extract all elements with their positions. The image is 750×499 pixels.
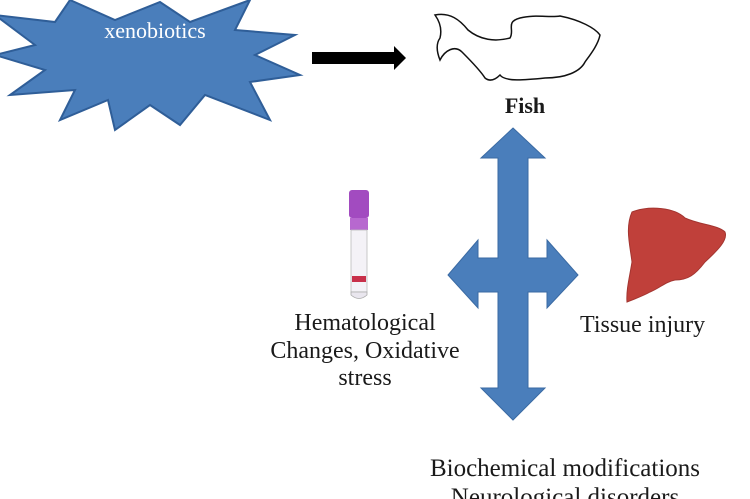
bidirectional-arrows-icon [447, 127, 579, 421]
biochemical-label: Biochemical modifications [429, 455, 701, 482]
fish-label: Fish [504, 93, 546, 118]
hematological-line-1: Hematological [294, 310, 436, 336]
hematological-line-3: stress [338, 365, 392, 392]
xenobiotics-burst-icon [0, 0, 304, 132]
fish-outline-icon [433, 13, 601, 81]
arrow-right-icon [312, 46, 406, 70]
hematological-line-2: Changes, Oxidative [270, 337, 460, 364]
biochemical-label-line-2: Neurological disorders [450, 484, 680, 499]
liver-icon [626, 207, 727, 303]
xenobiotics-label: xenobiotics [104, 18, 206, 43]
tissue-injury-label: Tissue injury [580, 312, 706, 338]
hematological-label: Hematological Changes, Oxidative stress [245, 310, 485, 393]
blood-tube-icon [349, 190, 369, 299]
